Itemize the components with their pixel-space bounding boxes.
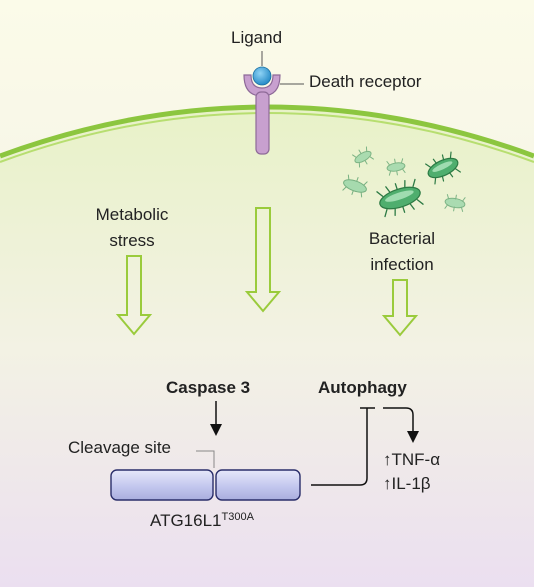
caspase-arrow-icon [210,401,222,436]
atg16l1-name: ATG16L1 [150,511,222,530]
il-1beta-label: ↑IL-1β [383,474,431,493]
ligand-label: Ligand [231,28,283,47]
bacterial-infection-arrow [381,279,419,337]
cleavage-site-label: Cleavage site [68,438,172,457]
ligand-icon [252,51,272,86]
autophagy-inhibition-line [311,407,375,486]
atg16l1-label: ATG16L1T300A [150,511,254,531]
death-receptor-icon [243,74,304,155]
metabolic-stress-arrow [115,255,153,336]
death-receptor-arrow [244,207,282,313]
atg16l1-protein-icon [110,469,301,501]
metabolic-stress-label: Metabolic stress [95,205,169,250]
signal-arrows [115,207,419,337]
tnf-alpha-label: ↑TNF-α [383,450,441,469]
cleavage-site-pointer [196,450,215,468]
cytoplasm [0,109,534,587]
autophagy-label: Autophagy [318,378,407,397]
death-receptor-label: Death receptor [309,72,422,91]
bacterial-infection-label: Bacterial infection [368,229,436,274]
caspase3-label: Caspase 3 [166,378,251,397]
atg16l1-variant: T300A [221,511,254,523]
bacteria-icon [342,146,466,218]
cytokine-arrow-icon [383,407,419,443]
